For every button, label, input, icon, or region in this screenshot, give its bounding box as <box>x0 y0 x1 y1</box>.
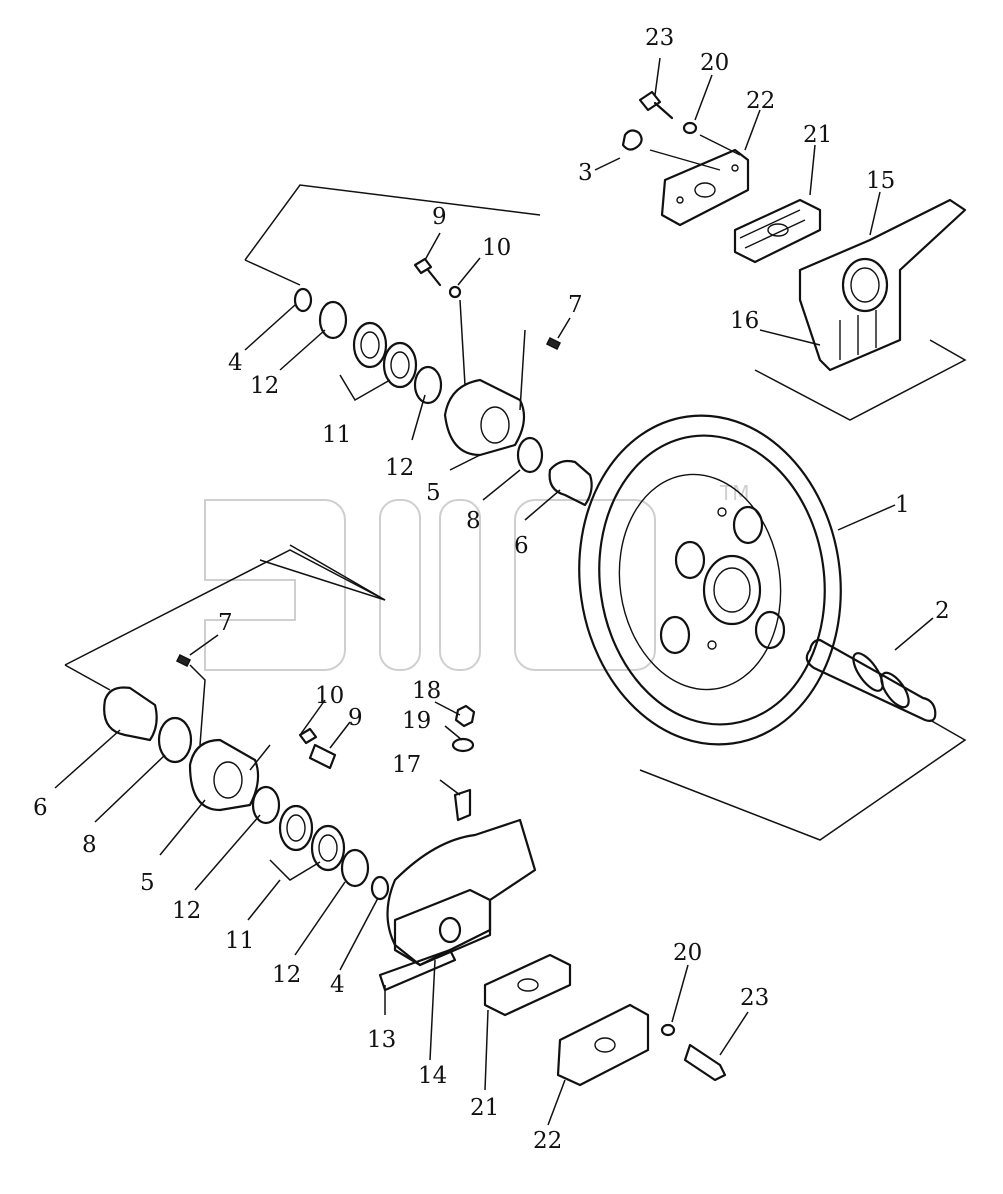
callout-19: 19 <box>402 708 431 734</box>
idler-wheel <box>578 414 842 746</box>
lower-seal-kit <box>64 549 390 901</box>
callout-6-lower: 6 <box>33 795 48 821</box>
upper-cover-plate <box>660 148 750 227</box>
callout-10-lower: 10 <box>315 683 344 709</box>
callout-14: 14 <box>418 1063 447 1089</box>
leader-lines <box>54 57 934 1126</box>
callout-12-lower-b: 12 <box>272 962 301 988</box>
callout-10-upper: 10 <box>482 235 511 261</box>
watermark: TM <box>204 481 749 671</box>
callout-18: 18 <box>412 678 441 704</box>
callout-1: 1 <box>895 492 910 518</box>
callout-labels: 1 2 3 4 4 5 5 6 6 7 7 8 8 9 9 10 10 11 1… <box>33 25 950 1154</box>
callout-3: 3 <box>578 160 593 186</box>
callout-15: 15 <box>866 168 895 194</box>
callout-16: 16 <box>730 308 759 334</box>
callout-9-upper: 9 <box>432 204 447 230</box>
upper-shim-plate <box>733 198 822 264</box>
callout-22-lower: 22 <box>533 1128 562 1154</box>
lower-plates <box>483 953 727 1087</box>
shaft <box>639 638 967 841</box>
callout-12-lower-a: 12 <box>172 898 201 924</box>
callout-8-lower: 8 <box>82 832 97 858</box>
callout-5-lower: 5 <box>140 870 155 896</box>
callout-8-upper: 8 <box>466 508 481 534</box>
callout-7-upper: 7 <box>568 292 583 318</box>
watermark-trademark: TM <box>719 481 749 505</box>
callout-12-upper-a: 12 <box>250 373 279 399</box>
upper-fasteners <box>621 90 741 171</box>
callout-6-upper: 6 <box>514 533 529 559</box>
callout-23-lower: 23 <box>740 985 769 1011</box>
callout-4-lower: 4 <box>330 972 345 998</box>
callout-7-lower: 7 <box>218 610 233 636</box>
callout-5-upper: 5 <box>426 480 441 506</box>
callout-9-lower: 9 <box>348 705 363 731</box>
upper-seal-kit <box>244 184 593 601</box>
callout-21-upper: 21 <box>803 122 832 148</box>
callout-12-upper-b: 12 <box>385 455 414 481</box>
callout-4-upper: 4 <box>228 350 243 376</box>
callout-17: 17 <box>392 752 421 778</box>
callout-11-upper: 11 <box>322 422 351 448</box>
callout-21-lower: 21 <box>470 1095 499 1121</box>
callout-20-upper: 20 <box>700 50 729 76</box>
callout-13: 13 <box>367 1027 396 1053</box>
callout-2: 2 <box>935 598 950 624</box>
callout-20-lower: 20 <box>673 940 702 966</box>
callout-11-lower: 11 <box>225 928 254 954</box>
callout-23-upper: 23 <box>645 25 674 51</box>
callout-22-upper: 22 <box>746 88 775 114</box>
upper-bracket <box>754 198 967 421</box>
lower-bracket <box>378 704 537 992</box>
